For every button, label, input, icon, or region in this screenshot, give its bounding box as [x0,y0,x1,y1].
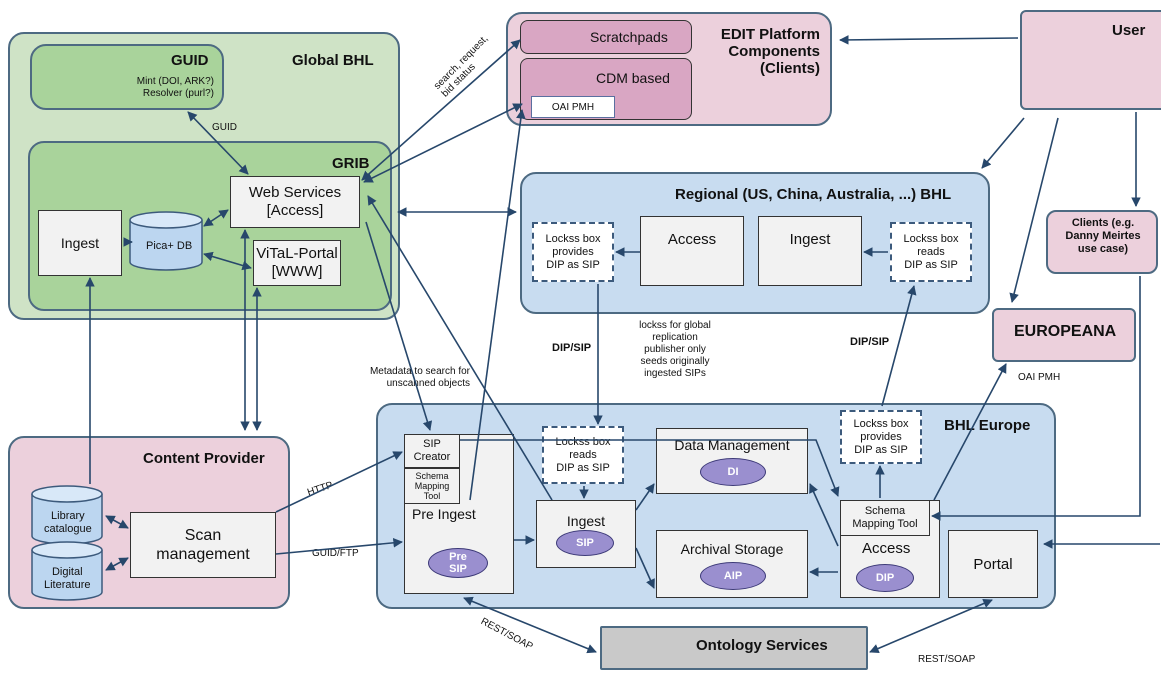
di-ellipse: DI [700,458,766,486]
arrow-pica-web-services [203,209,229,227]
lockss-box-reads-europe[interactable]: Lockss box reads DIP as SIP [542,426,624,484]
arrow-lockss-up [881,285,917,407]
library-catalogue-label: Library catalogue [44,510,92,535]
sip-ellipse: SIP [556,530,614,556]
edit-platform-title: EDIT Platform Components (Clients) [720,26,820,77]
arrow-access-data-mgmt [809,483,839,547]
metadata-search-label: Metadata to search for unscanned objects [369,366,470,389]
europeana-title: EUROPEANA [1014,323,1117,340]
arrow-web-services-sip-creator [365,221,433,431]
scan-management-box[interactable]: Scan management [130,512,276,578]
arrow-ingest-web-services [367,195,553,501]
global-bhl-title: Global BHL [292,52,374,69]
arrow-scan-sip-creator [275,451,403,513]
arrow-guid-web-services [187,111,249,175]
schema-mapping-tool-small-box[interactable]: Schema Mapping Tool [404,468,460,504]
sip-creator-box[interactable]: SIP Creator [404,434,460,468]
scratchpads-box[interactable] [520,20,692,54]
vital-portal-box[interactable]: ViTaL-Portal [WWW] [253,240,341,286]
clients-title: Clients (e.g. Danny Meirtes use case) [1065,217,1141,255]
arrow-catalogue-scan [105,515,129,529]
guid-description: Mint (DOI, ARK?) Resolver (purl?) [136,76,214,99]
europeana-region[interactable] [992,308,1136,362]
guid-region [30,44,224,110]
dip-ellipse: DIP [856,564,914,592]
pica-db-label: Pica+ DB [146,240,193,252]
grib-ingest-box[interactable]: Ingest [38,210,122,276]
arrow-access-europeana [933,363,1007,501]
guid-ftp-label: GUID/FTP [312,548,359,559]
arrow-clients-schema [931,276,1141,521]
arrow-pica-vital [203,251,252,271]
arrow-digital-scan [105,557,129,571]
schema-mapping-tool-box[interactable]: Schema Mapping Tool [840,500,930,536]
lockss-box-reads-regional[interactable]: Lockss box reads DIP as SIP [890,222,972,282]
oai-pmh-cdm-box[interactable]: OAI PMH [531,96,615,118]
portal-box[interactable]: Portal [948,530,1038,598]
aip-ellipse: AIP [700,562,766,590]
rest-soap-right-label: REST/SOAP [918,654,976,665]
arrow-schema-cdm [469,109,526,501]
scratchpads-label: Scratchpads [590,29,668,45]
guid-title: GUID [171,52,209,69]
ontology-services-region[interactable] [600,626,868,670]
library-catalogue-cylinder[interactable] [30,484,104,546]
arrow-ingest-data-mgmt [635,483,655,511]
arrow-edit-web-services-2 [363,103,523,183]
clients-region[interactable] [1046,210,1158,274]
regional-ingest-box[interactable]: Ingest [758,216,862,286]
ontology-services-title: Ontology Services [696,637,828,654]
cdm-based-label: CDM based [596,70,670,86]
pica-db-cylinder[interactable] [128,210,204,272]
lockss-box-provides-regional[interactable]: Lockss box provides DIP as SIP [532,222,614,282]
digital-literature-label: Digital Literature [44,566,91,591]
arrow-user-europeana [1009,117,1059,303]
regional-access-box[interactable]: Access [640,216,744,286]
user-title: User [1112,22,1146,39]
bhl-europe-title: BHL Europe [944,417,1031,434]
arrow-portal-ontology [869,598,993,654]
digital-literature-cylinder[interactable] [30,540,104,602]
arrow-pre-ingest-ontology [463,596,597,654]
pre-sip-ellipse: Pre SIP [428,548,488,578]
arrow-sip-creator-access [460,439,840,497]
lockss-box-provides-europe[interactable]: Lockss box provides DIP as SIP [840,410,922,464]
pre-ingest-label: Pre Ingest [412,506,476,522]
arrow-edit-web-services-1 [361,39,521,181]
dip-sip-right-label: DIP/SIP [850,336,890,348]
oai-pmh-europeana-label: OAI PMH [1018,372,1061,383]
dip-sip-left-label: DIP/SIP [552,342,592,354]
regional-bhl-title: Regional (US, China, Australia, ...) BHL [675,186,952,203]
arrow-user-to-edit [839,35,1019,45]
web-services-box[interactable]: Web Services [Access] [230,176,360,228]
user-region [1020,10,1161,110]
arrow-ingest-archival [635,547,655,589]
content-provider-title: Content Provider [143,450,265,467]
arrow-scan-pre-ingest [275,538,403,555]
lockss-note-label: lockss for global replication publisher … [639,320,711,379]
europe-access-label: Access [862,540,911,557]
grib-title: GRIB [332,155,370,172]
arrow-user-regional [981,117,1025,169]
